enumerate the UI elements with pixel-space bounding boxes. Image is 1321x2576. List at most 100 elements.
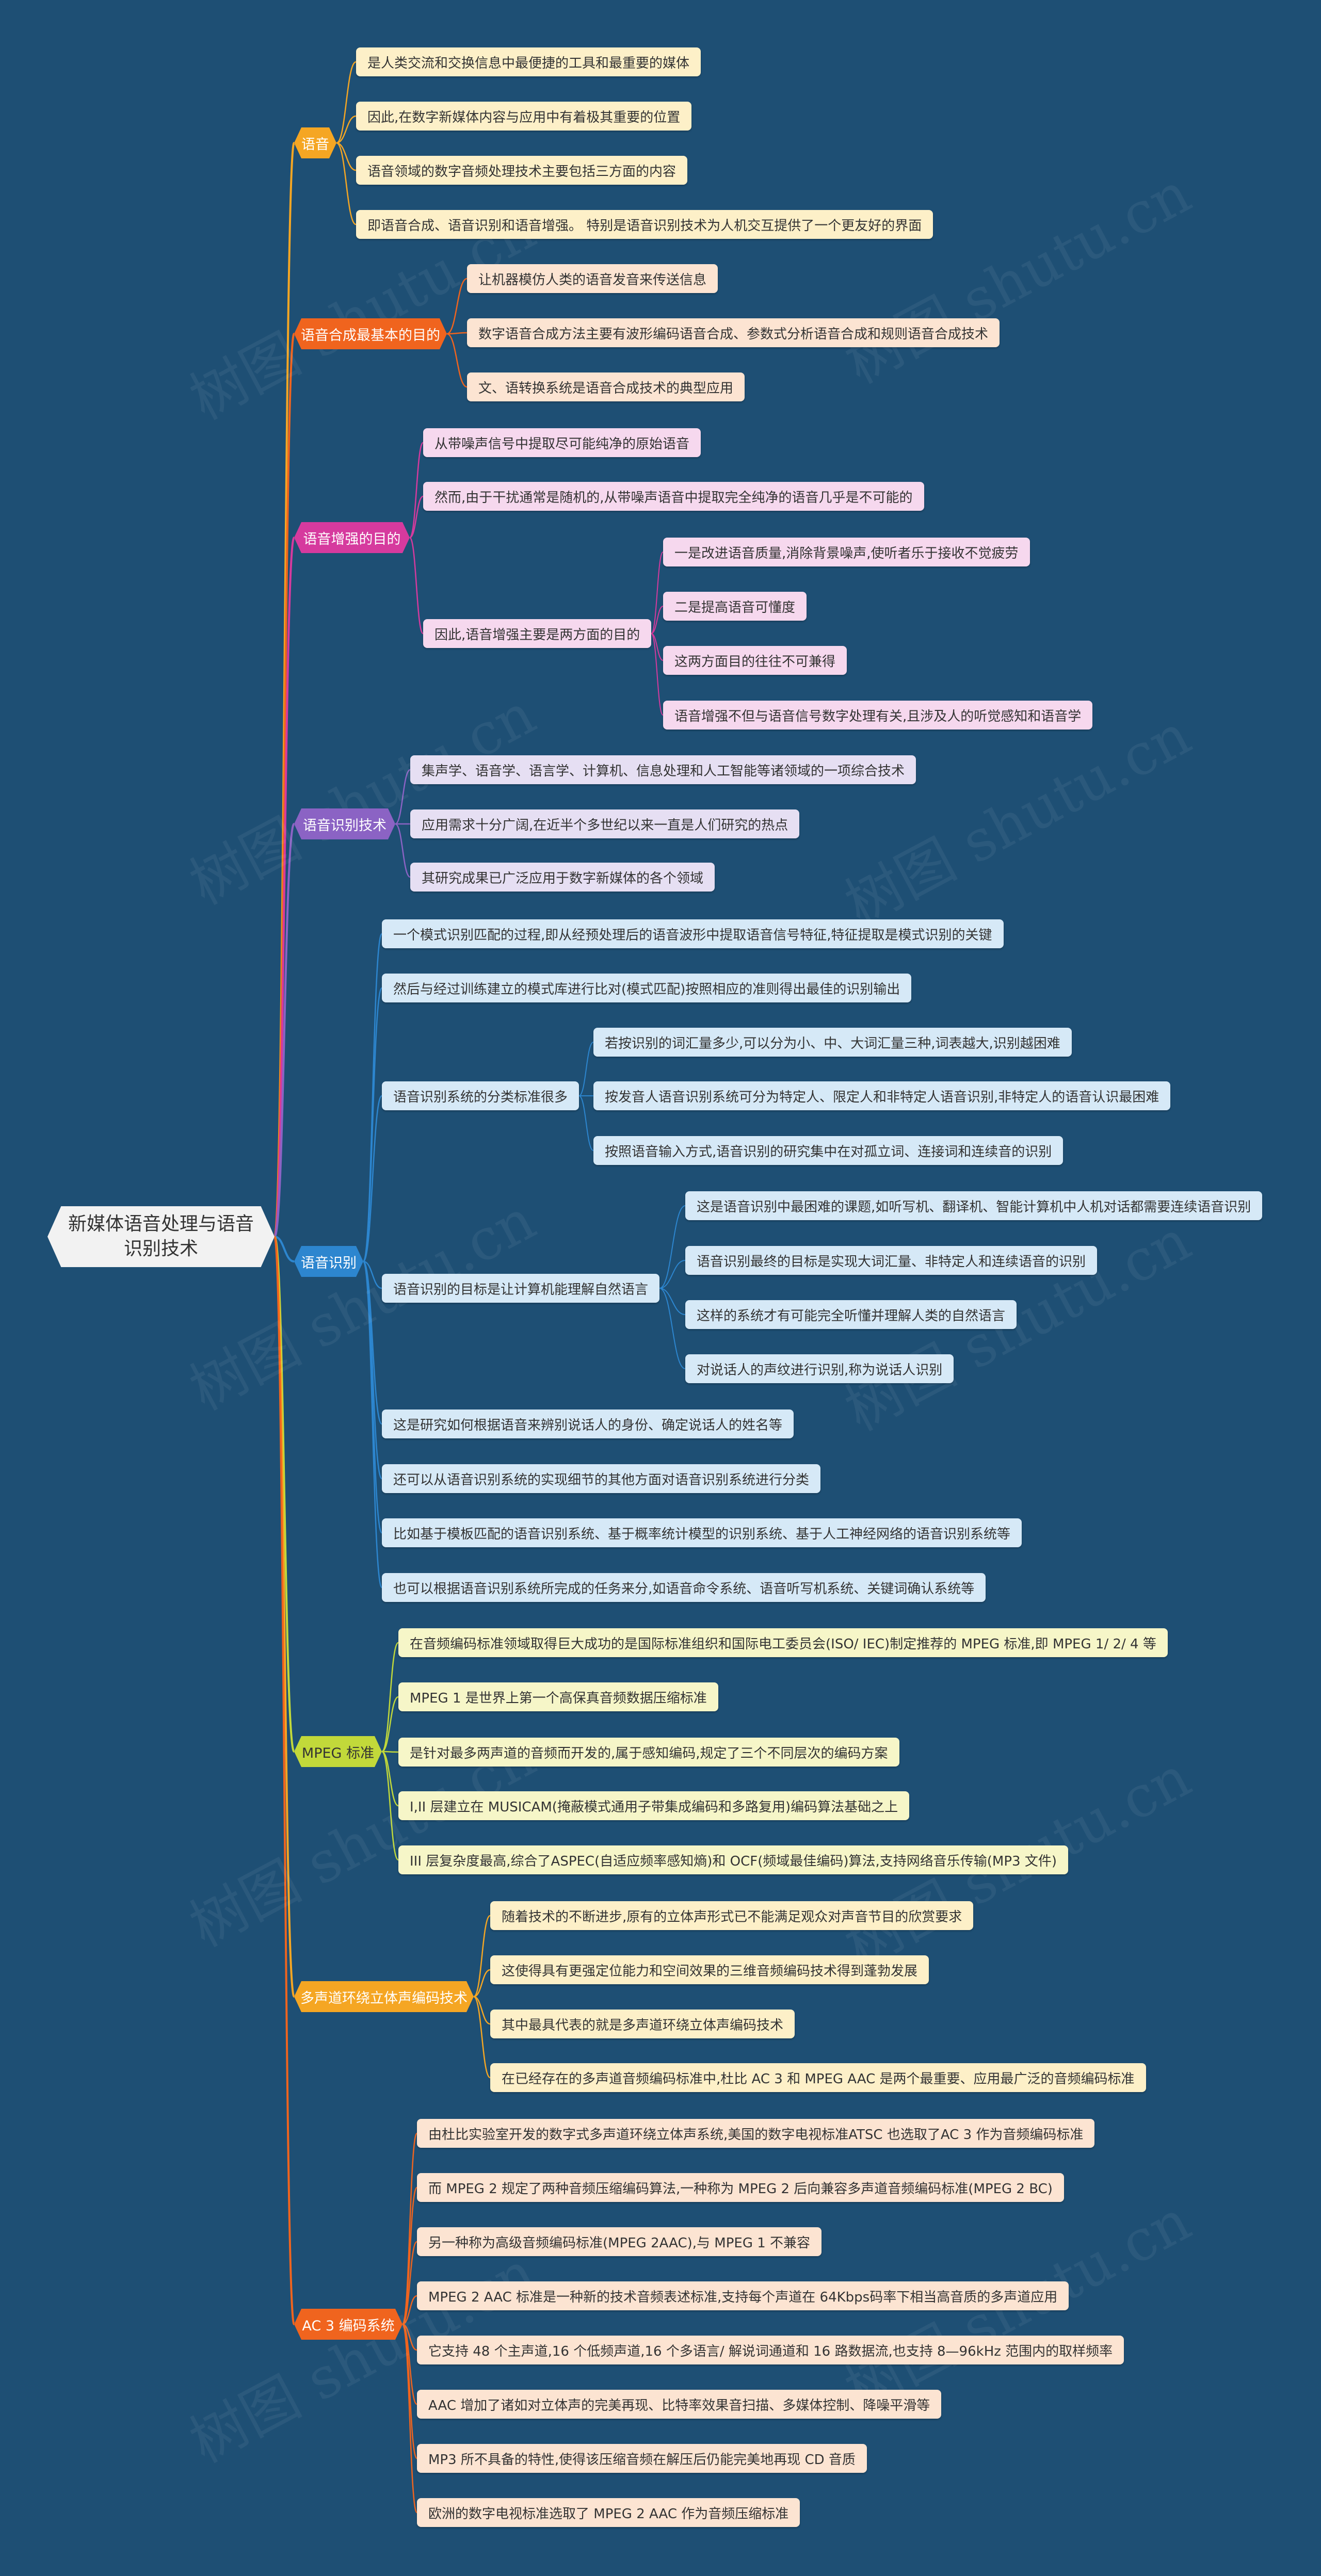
branch-node[interactable]: 语音合成最基本的目的 (294, 318, 447, 349)
leaf-node[interactable]: 文、语转换系统是语音合成技术的典型应用 (467, 372, 745, 401)
connector-line (651, 633, 664, 716)
connector-line (402, 2295, 417, 2325)
connector-line (401, 2132, 418, 2325)
connector-line (362, 1095, 383, 1262)
connector-line (336, 142, 357, 171)
branch-node[interactable]: 多声道环绕立体声编码技术 (294, 1981, 474, 2012)
sub-leaf-node[interactable]: 对说话人的声纹进行识别,称为说话人识别 (685, 1354, 954, 1383)
leaf-node[interactable]: 数字语音合成方法主要有波形编码语音合成、参数式分析语音合成和规则语音合成技术 (467, 318, 1000, 347)
connector-line (446, 332, 468, 335)
connector-line (362, 933, 383, 1262)
leaf-node[interactable]: MP3 所不具备的特性,使得该压缩音频在解压后仍能完美地再现 CD 音质 (417, 2444, 867, 2473)
connector-line (651, 552, 664, 634)
branch-node[interactable]: 语音增强的目的 (294, 522, 410, 553)
connector-line (274, 1236, 295, 1262)
connector-line (651, 606, 664, 634)
leaf-node[interactable]: 集声学、语音学、语言学、计算机、信息处理和人工智能等诸领域的一项综合技术 (410, 755, 916, 784)
connector-line (336, 115, 357, 144)
connector-line (409, 537, 424, 635)
leaf-node[interactable]: 而 MPEG 2 规定了两种音频压缩编码算法,一种称为 MPEG 2 后向兼容多… (417, 2173, 1064, 2202)
leaf-node[interactable]: 它支持 48 个主声道,16 个低频声道,16 个多语言/ 解说词通道和 16 … (417, 2336, 1124, 2364)
leaf-node[interactable]: MPEG 2 AAC 标准是一种新的技术音频表述标准,支持每个声道在 64Kbp… (417, 2281, 1069, 2310)
leaf-node[interactable]: 语音识别的目标是让计算机能理解自然语言 (382, 1274, 660, 1303)
leaf-node[interactable]: 随着技术的不断进步,原有的立体声形式已不能满足观众对声音节目的欣赏要求 (490, 1901, 974, 1930)
connector-line (473, 1969, 491, 1998)
sub-leaf-node[interactable]: 二是提高语音可懂度 (663, 592, 807, 621)
leaf-node[interactable]: 然而,由于干扰通常是随机的,从带噪声语音中提取完全纯净的语音几乎是不可能的 (423, 482, 924, 511)
leaf-node[interactable]: 也可以根据语音识别系统所完成的任务来分,如语音命令系统、语音听写机系统、关键词确… (382, 1573, 986, 1602)
leaf-node[interactable]: AAC 增加了诸如对立体声的完美再现、比特率效果音扫描、多媒体控制、降噪平滑等 (417, 2390, 942, 2419)
connector-line (381, 1642, 399, 1753)
leaf-node[interactable]: 即语音合成、语音识别和语音增强。 特别是语音识别技术为人机交互提供了一个更友好的… (356, 210, 933, 239)
connector-line (409, 442, 424, 539)
leaf-node[interactable]: 这使得具有更强定位能力和空间效果的三维音频编码技术得到蓬勃发展 (490, 1955, 929, 1984)
connector-line (401, 2186, 418, 2325)
sub-leaf-node[interactable]: 一是改进语音质量,消除背景噪声,使听者乐于接收不觉疲劳 (663, 538, 1030, 566)
leaf-node[interactable]: 在音频编码标准领域取得巨大成功的是国际标准组织和国际电工委员会(ISO/ IEC… (398, 1628, 1168, 1657)
leaf-node[interactable]: 比如基于模板匹配的语音识别系统、基于概率统计模型的识别系统、基于人工神经网络的语… (382, 1518, 1022, 1547)
sub-leaf-node[interactable]: 按发音人语音识别系统可分为特定人、限定人和非特定人语音识别,非特定人的语音认识最… (593, 1081, 1171, 1110)
branch-node[interactable]: AC 3 编码系统 (294, 2309, 402, 2340)
sub-leaf-node[interactable]: 语音增强不但与语音信号数字处理有关,且涉及人的听觉感知和语音学 (663, 701, 1093, 730)
connector-line (473, 1915, 491, 1998)
leaf-node[interactable]: 一个模式识别匹配的过程,即从经预处理后的语音波形中提取语音信号特征,特征提取是模… (382, 919, 1004, 948)
leaf-node[interactable]: 让机器模仿人类的语音发音来传送信息 (467, 264, 718, 293)
connector-line (395, 823, 411, 878)
leaf-node[interactable]: 欧洲的数字电视标准选取了 MPEG 2 AAC 作为音频压缩标准 (417, 2498, 800, 2527)
branch-node[interactable]: MPEG 标准 (294, 1736, 382, 1767)
leaf-node[interactable]: I,II 层建立在 MUSICAM(掩蔽模式通用子带集成编码和多路复用)编码算法… (398, 1791, 910, 1820)
connector-line (336, 61, 357, 144)
connector-line (381, 1751, 399, 1807)
connector-line (401, 2323, 418, 2514)
connector-line (659, 1288, 686, 1315)
sub-leaf-node[interactable]: 若按识别的词汇量多少,可以分为小、中、大词汇量三种,词表越大,识别越困难 (593, 1028, 1072, 1057)
leaf-node[interactable]: 因此,语音增强主要是两方面的目的 (423, 619, 652, 648)
leaf-node[interactable]: 是人类交流和交换信息中最便捷的工具和最重要的媒体 (356, 47, 701, 76)
leaf-node[interactable]: 语音识别系统的分类标准很多 (382, 1081, 579, 1110)
leaf-node[interactable]: 由杜比实验室开发的数字式多声道环绕立体声系统,美国的数字电视标准ATSC 也选取… (417, 2119, 1095, 2148)
connector-line (446, 333, 468, 388)
leaf-node[interactable]: 这是研究如何根据语音来辨别说话人的身份、确定说话人的姓名等 (382, 1409, 794, 1438)
leaf-node[interactable]: MPEG 1 是世界上第一个高保真音频数据压缩标准 (398, 1682, 718, 1711)
leaf-node[interactable]: 还可以从语音识别系统的实现细节的其他方面对语音识别系统进行分类 (382, 1464, 821, 1493)
leaf-node[interactable]: 应用需求十分广阔,在近半个多世纪以来一直是人们研究的热点 (410, 809, 800, 838)
connector-line (659, 1260, 686, 1289)
connector-line (273, 1236, 295, 2325)
connector-line (401, 2323, 418, 2459)
connector-line (473, 1996, 491, 2079)
connector-line (651, 633, 664, 661)
leaf-node[interactable]: III 层复杂度最高,综合了ASPEC(自适应频率感知熵)和 OCF(频域最佳编… (398, 1845, 1068, 1874)
leaf-node[interactable]: 其研究成果已广泛应用于数字新媒体的各个领域 (410, 863, 715, 892)
branch-node[interactable]: 语音 (294, 127, 336, 158)
leaf-node[interactable]: 从带噪声信号中提取尽可能纯净的原始语音 (423, 428, 701, 457)
connector-line (659, 1288, 686, 1369)
leaf-node[interactable]: 语音领域的数字音频处理技术主要包括三方面的内容 (356, 156, 688, 185)
leaf-node[interactable]: 因此,在数字新媒体内容与应用中有着极其重要的位置 (356, 102, 692, 131)
sub-leaf-node[interactable]: 这样的系统才有可能完全听懂并理解人类的自然语言 (685, 1300, 1017, 1329)
branch-node[interactable]: 语音识别技术 (294, 808, 395, 839)
connector-line (409, 495, 424, 539)
connector-line (578, 1042, 594, 1096)
sub-leaf-node[interactable]: 按照语音输入方式,语音识别的研究集中在对孤立词、连接词和连续音的识别 (593, 1136, 1064, 1165)
leaf-node[interactable]: 然后与经过训练建立的模式库进行比对(模式匹配)按照相应的准则得出最佳的识别输出 (382, 974, 912, 1002)
sub-leaf-node[interactable]: 这两方面目的往往不可兼得 (663, 646, 847, 675)
connector-line (273, 823, 295, 1238)
connector-line (362, 1260, 383, 1589)
connector-line (273, 333, 295, 1238)
root-topic[interactable]: 新媒体语音处理与语音识别技术 (47, 1206, 275, 1267)
connector-line (446, 278, 468, 335)
connector-line (381, 1696, 399, 1753)
sub-leaf-node[interactable]: 语音识别最终的目标是实现大词汇量、非特定人和连续语音的识别 (685, 1246, 1098, 1275)
leaf-node[interactable]: 是针对最多两声道的音频而开发的,属于感知编码,规定了三个不同层次的编码方案 (398, 1738, 899, 1767)
leaf-node[interactable]: 其中最具代表的就是多声道环绕立体声编码技术 (490, 2010, 795, 2038)
leaf-node[interactable]: 另一种称为高级音频编码标准(MPEG 2AAC),与 MPEG 1 不兼容 (417, 2227, 822, 2256)
sub-leaf-node[interactable]: 这是语音识别中最困难的课题,如听写机、翻译机、智能计算机中人机对话都需要连续语音… (685, 1191, 1263, 1220)
connector-line (336, 142, 357, 225)
branch-node[interactable]: 语音识别 (294, 1246, 363, 1277)
connector-line (273, 142, 295, 1238)
connector-line (659, 1205, 686, 1289)
leaf-node[interactable]: 在已经存在的多声道音频编码标准中,杜比 AC 3 和 MPEG AAC 是两个最… (490, 2063, 1146, 2092)
connector-line (381, 1751, 399, 1861)
